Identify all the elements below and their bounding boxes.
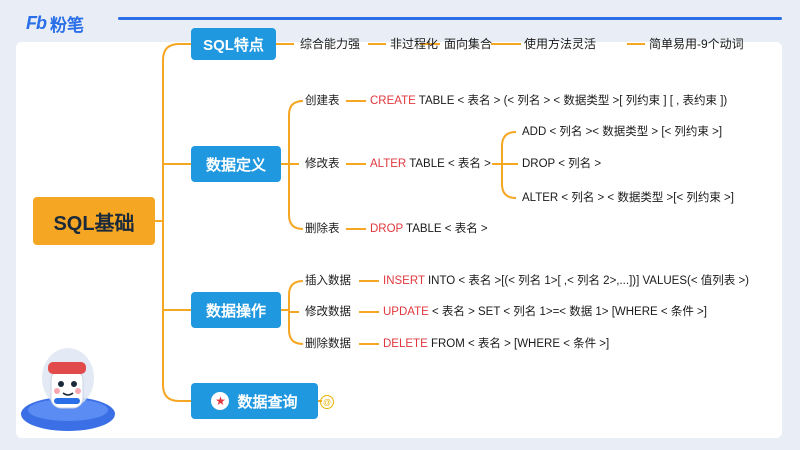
drop-syntax: TABLE < 表名 > (403, 223, 488, 235)
update-statement: UPDATE < 表名 > SET < 列名 1>=< 数据 1> [WHERE… (383, 305, 707, 319)
create-table-statement: CREATE TABLE < 表名 > (< 列名 > < 数据类型 >[ 列约… (370, 94, 727, 108)
definition-node: 数据定义 (191, 146, 281, 182)
update-syntax: < 表名 > SET < 列名 1>=< 数据 1> [WHERE < 条件 >… (428, 306, 707, 318)
insert-statement: INSERT INTO < 表名 >[(< 列名 1>[ ,< 列名 2>,..… (383, 274, 749, 288)
logo-text: 粉笔 (50, 15, 84, 35)
alter-keyword: ALTER (370, 158, 407, 170)
alter-option-drop: DROP < 列名 > (522, 158, 602, 170)
header-bar (118, 17, 782, 20)
alter-table-label: 修改表 (305, 158, 340, 170)
delete-syntax: FROM < 表名 > [WHERE < 条件 >] (427, 338, 610, 350)
root-node: SQL基础 (33, 197, 155, 245)
logo: Fb 粉笔 (26, 12, 84, 35)
insert-label: 插入数据 (305, 275, 351, 287)
features-node: SQL特点 (191, 28, 276, 60)
manipulation-node: 数据操作 (191, 292, 281, 328)
delete-label: 删除数据 (305, 338, 351, 350)
feature-item-2: 非过程化 (390, 37, 439, 51)
drop-keyword: DROP (370, 223, 404, 235)
feature-item-5: 简单易用-9个动词 (649, 37, 744, 51)
query-node: ★ 数据查询 (191, 383, 318, 419)
feature-item-1: 综合能力强 (300, 37, 361, 51)
logo-mark: Fb (26, 12, 47, 33)
delete-statement: DELETE FROM < 表名 > [WHERE < 条件 >] (383, 337, 609, 351)
drop-table-statement: DROP TABLE < 表名 > (370, 222, 488, 236)
create-syntax: TABLE < 表名 > (< 列名 > < 数据类型 >[ 列约束 ] [ ,… (415, 95, 728, 107)
mascot-illustration (21, 348, 115, 431)
feature-item-3: 面向集合 (444, 37, 493, 51)
spiral-icon: @ (320, 395, 334, 409)
insert-syntax: INTO < 表名 >[(< 列名 1>[ ,< 列名 2>,...])] VA… (424, 275, 749, 287)
alter-table-statement: ALTER TABLE < 表名 > (370, 157, 491, 171)
alter-syntax: TABLE < 表名 > (406, 158, 491, 170)
feature-item-4: 使用方法灵活 (524, 37, 597, 51)
insert-keyword: INSERT (383, 275, 425, 287)
update-keyword: UPDATE (383, 306, 429, 318)
create-table-label: 创建表 (305, 95, 340, 107)
star-icon: ★ (211, 392, 230, 410)
alter-option-add: ADD < 列名 >< 数据类型 > [< 列约束 >] (522, 126, 723, 138)
update-label: 修改数据 (305, 306, 351, 318)
query-label: 数据查询 (237, 393, 298, 411)
drop-table-label: 删除表 (305, 223, 340, 235)
create-keyword: CREATE (370, 95, 416, 107)
delete-keyword: DELETE (383, 338, 428, 350)
alter-option-alter: ALTER < 列名 > < 数据类型 >[< 列约束 >] (522, 192, 734, 204)
